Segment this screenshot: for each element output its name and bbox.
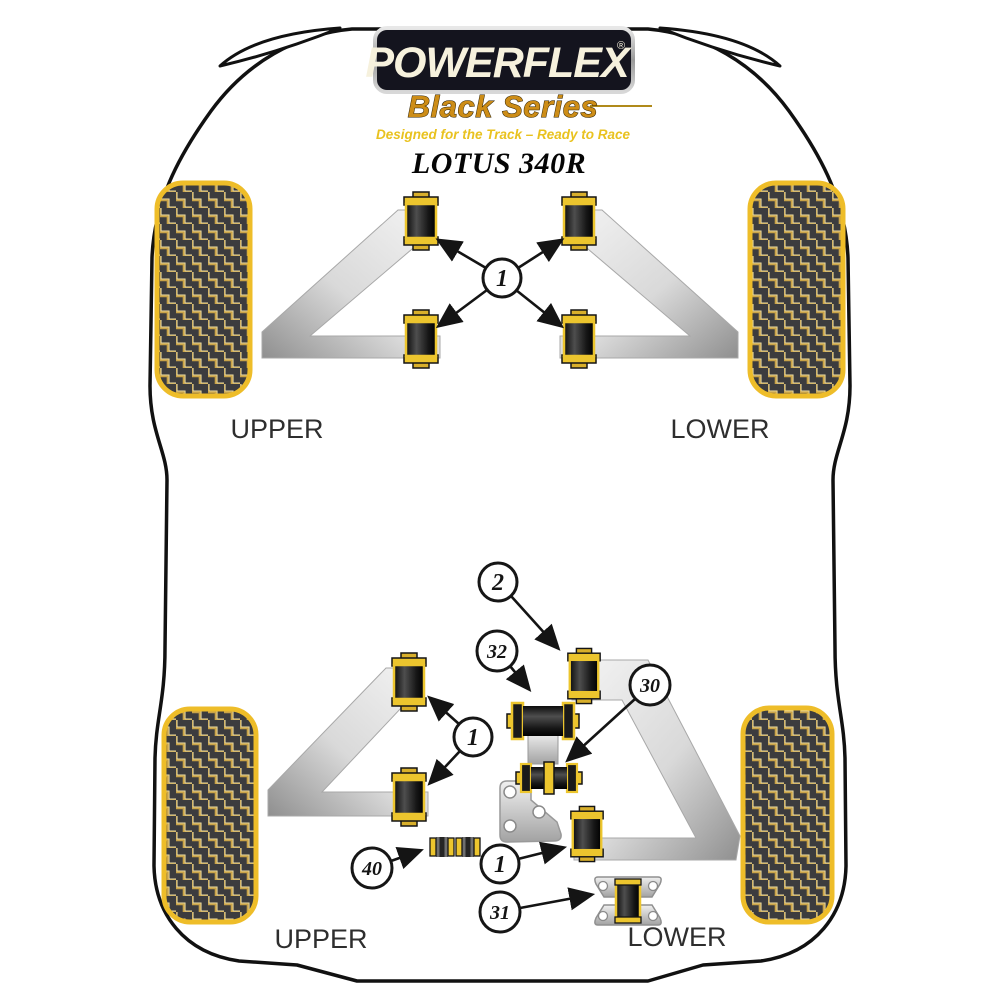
tire-rear-left xyxy=(161,706,259,925)
bushing-front-upper-rear xyxy=(402,308,440,370)
bushing-rear-lower-front xyxy=(566,647,602,705)
callout-32-label: 32 xyxy=(486,641,507,663)
arrow-callout-31 xyxy=(519,887,596,911)
callout-1-rear-lower: 1 xyxy=(479,843,521,885)
model-name: LOTUS 340R xyxy=(411,147,586,180)
bushing-rear-lower-rear xyxy=(569,805,605,863)
callout-1-front-arrows xyxy=(435,238,565,329)
tire-rear-right xyxy=(740,705,835,925)
tire-front-right xyxy=(747,180,846,399)
rear-upper-label: UPPER xyxy=(274,924,367,954)
powerflex-logo: POWERFLEX ® Black Series Designed for th… xyxy=(365,26,652,142)
bushing-track-rod-right xyxy=(455,836,481,858)
rear-lower-label: LOWER xyxy=(627,922,726,952)
tire-front-left xyxy=(154,180,253,399)
callout-1-rear-arms: 1 xyxy=(452,716,494,758)
callout-31: 31 xyxy=(478,890,522,934)
bushing-engine-mount-large xyxy=(505,701,581,741)
front-suspension: 1 UPPER LOWER xyxy=(230,190,770,444)
bushing-front-upper-front xyxy=(402,190,440,252)
front-lower-label: LOWER xyxy=(670,414,769,444)
bushing-front-lower-rear xyxy=(560,308,598,370)
callout-2-label: 2 xyxy=(491,570,504,596)
arrow-callout-30 xyxy=(565,698,636,763)
arrow-callout-1b xyxy=(517,841,568,865)
rear-suspension: 2 32 30 1 40 1 31 UPPER LOWER xyxy=(267,561,741,954)
arrow-callout-1-down xyxy=(427,750,461,786)
arrow-callout-32 xyxy=(505,664,532,693)
callout-2: 2 xyxy=(477,561,519,603)
lower-mount-bracket xyxy=(499,780,562,843)
callout-30: 30 xyxy=(628,663,672,707)
callout-1-rear-arms-label: 1 xyxy=(467,725,479,751)
arrow-callout-40 xyxy=(390,846,424,870)
black-series-label: Black Series xyxy=(408,89,598,124)
brand-tagline: Designed for the Track – Ready to Race xyxy=(376,127,631,142)
front-upper-label: UPPER xyxy=(230,414,323,444)
brand-name: POWERFLEX xyxy=(365,39,632,87)
callout-1-front-label: 1 xyxy=(496,266,508,292)
bushing-engine-mount-small xyxy=(514,760,584,796)
bushing-front-lower-front xyxy=(560,190,598,252)
callout-32: 32 xyxy=(475,629,519,673)
mirror-pod-left-icon xyxy=(218,26,342,68)
callout-40-label: 40 xyxy=(361,858,382,880)
engine-mount-link-plate xyxy=(527,731,559,765)
callout-31-label: 31 xyxy=(489,902,510,924)
bushing-rear-upper-front xyxy=(390,651,428,713)
callout-1-rear-lower-label: 1 xyxy=(494,852,506,878)
bushing-track-rod-left xyxy=(429,836,455,858)
registered-mark: ® xyxy=(617,40,625,52)
arrow-callout-2 xyxy=(510,595,561,651)
rear-callout-arrows xyxy=(390,595,636,911)
bushing-rear-upper-rear xyxy=(390,766,428,828)
gearbox-mount xyxy=(594,876,662,926)
arrow-callout-1-up xyxy=(427,695,460,725)
callout-1-front: 1 xyxy=(481,257,523,299)
mirror-pod-right-icon xyxy=(658,26,782,68)
callout-40: 40 xyxy=(350,846,394,890)
callout-30-label: 30 xyxy=(639,675,660,697)
